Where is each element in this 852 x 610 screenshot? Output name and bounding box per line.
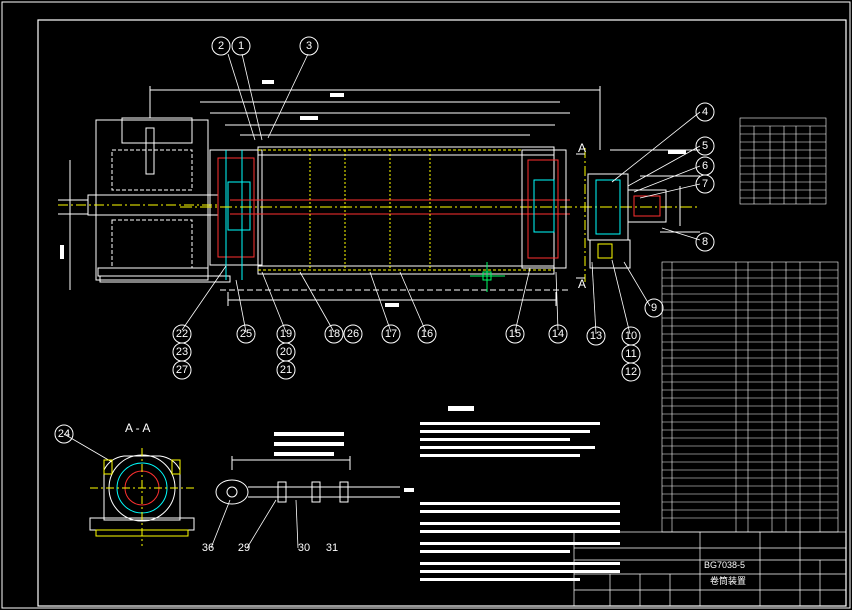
balloon-text: 6 [702, 160, 708, 172]
tie-rod-view [215, 456, 400, 505]
parts-list [661, 261, 839, 533]
balloon-text: 36 [202, 542, 214, 554]
balloon-text: 9 [651, 302, 657, 314]
balloon-text: 31 [326, 542, 338, 554]
balloon-text: 22 [176, 328, 188, 340]
balloon-text: 12 [625, 366, 637, 378]
balloon-14 [548, 324, 568, 344]
balloon-5 [695, 136, 715, 156]
balloon-text: 26 [347, 328, 359, 340]
leaders [63, 53, 701, 549]
balloon-26 [343, 324, 363, 344]
balloon-13 [586, 326, 606, 346]
balloon-17 [381, 324, 401, 344]
balloon-2 [211, 36, 231, 56]
balloon-1 [231, 36, 251, 56]
tie-rod-note [274, 432, 344, 436]
balloon-9 [644, 298, 664, 318]
technical-notes [404, 406, 620, 581]
balloon-25 [236, 324, 256, 344]
title-block [573, 531, 847, 607]
balloon-18 [324, 324, 344, 344]
balloon-3 [299, 36, 319, 56]
balloon-text: 13 [590, 330, 602, 342]
balloon-4 [695, 102, 715, 122]
balloon-text: 8 [702, 236, 708, 248]
balloon-text: 17 [385, 328, 397, 340]
balloon-24 [54, 424, 74, 444]
balloon-group [54, 36, 715, 444]
balloon-text: 20 [280, 346, 292, 358]
balloon-text: 2 [218, 40, 224, 52]
section-view [89, 448, 195, 546]
balloon-labels: 2 1 3 4 5 6 7 8 9 10 11 12 13 14 15 16 1… [58, 40, 708, 554]
drawing-title: 卷筒装置 [710, 575, 746, 586]
balloon-8 [695, 232, 715, 252]
balloon-text: 7 [702, 178, 708, 190]
main-view [58, 86, 700, 306]
balloon-text: 11 [625, 348, 636, 360]
balloon-text: 10 [625, 330, 637, 342]
balloon-text: 27 [176, 364, 188, 376]
section-marker-top: A [578, 141, 586, 155]
tie-rod-note [274, 452, 334, 456]
section-marker-bottom: A [578, 277, 586, 291]
balloon-12 [621, 362, 641, 382]
balloon-text: 24 [58, 428, 70, 440]
balloon-15 [505, 324, 525, 344]
balloon-27 [172, 360, 192, 380]
balloon-text: 16 [421, 328, 433, 340]
section-label: A - A [125, 421, 150, 435]
balloon-text: 19 [280, 328, 292, 340]
param-table [739, 117, 827, 205]
balloon-text: 3 [306, 40, 312, 52]
dimension-labels [60, 80, 686, 307]
balloon-text: 18 [328, 328, 340, 340]
balloon-text: 5 [702, 140, 708, 152]
balloon-text: 29 [238, 542, 250, 554]
balloon-text: 25 [240, 328, 252, 340]
balloon-text: 23 [176, 346, 188, 358]
balloon-text: 4 [702, 106, 708, 118]
balloon-7 [695, 174, 715, 194]
inner-border [37, 19, 847, 607]
balloon-text: 30 [298, 542, 310, 554]
drawing-number: BG7038-5 [704, 560, 745, 570]
tie-rod-note [274, 442, 344, 446]
balloon-text: 14 [552, 328, 564, 340]
balloon-21 [276, 360, 296, 380]
balloon-text: 21 [280, 364, 292, 376]
balloon-16 [417, 324, 437, 344]
balloon-text: 1 [238, 40, 244, 52]
balloon-text: 15 [509, 328, 521, 340]
